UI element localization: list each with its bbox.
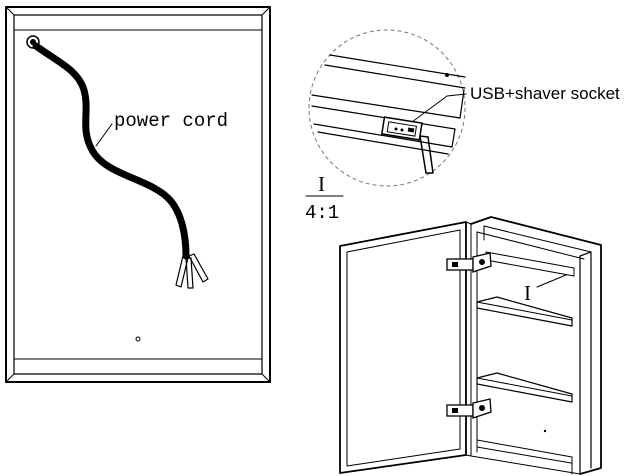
sensor-dot-icon bbox=[135, 336, 141, 342]
cabinet-top-inner bbox=[483, 225, 592, 253]
mirror-outer-frame bbox=[5, 6, 271, 383]
cabinet-bottom bbox=[470, 439, 581, 475]
socket-icon bbox=[380, 116, 423, 141]
hinge-upper-icon bbox=[446, 252, 492, 273]
cabinet-door-inner bbox=[346, 229, 461, 467]
cabinet-light-bar bbox=[485, 251, 575, 277]
frame-corner-tr bbox=[261, 6, 271, 16]
cabinet-shelf-lower bbox=[476, 372, 573, 403]
interior-marker-leader bbox=[536, 274, 567, 288]
detail-hinge-arm bbox=[419, 135, 434, 174]
interior-detail-marker: I bbox=[524, 281, 531, 305]
frame-corner-br bbox=[261, 373, 271, 383]
frame-corner-bl bbox=[5, 373, 15, 383]
cord-wire-ends bbox=[175, 253, 209, 289]
frame-corner-tl bbox=[5, 6, 15, 16]
detail-marker: I bbox=[318, 172, 325, 196]
cabinet-box-outline bbox=[470, 216, 602, 475]
usb-socket-leader bbox=[411, 93, 467, 123]
power-cord-leader bbox=[95, 123, 113, 147]
mirror-back-view: power cord bbox=[5, 6, 271, 383]
mirror-inner-frame bbox=[13, 14, 263, 375]
detail-dashed-circle bbox=[308, 29, 466, 187]
open-cabinet-view: I bbox=[339, 216, 602, 475]
cabinet-shelf-upper bbox=[476, 296, 573, 327]
cabinet-right-wall bbox=[579, 251, 592, 475]
power-cord-label: power cord bbox=[114, 110, 228, 132]
power-cord bbox=[32, 42, 190, 260]
hinge-lower-icon bbox=[446, 398, 492, 419]
detail-view: USB+shaver socket I 4:1 bbox=[305, 29, 620, 224]
cabinet-top-inner-2 bbox=[476, 231, 585, 260]
scale-ratio: 4:1 bbox=[305, 202, 339, 224]
detail-cabinet-edges bbox=[311, 54, 466, 155]
interior-sensor-dot bbox=[543, 429, 547, 433]
usb-socket-label: USB+shaver socket bbox=[470, 84, 620, 103]
